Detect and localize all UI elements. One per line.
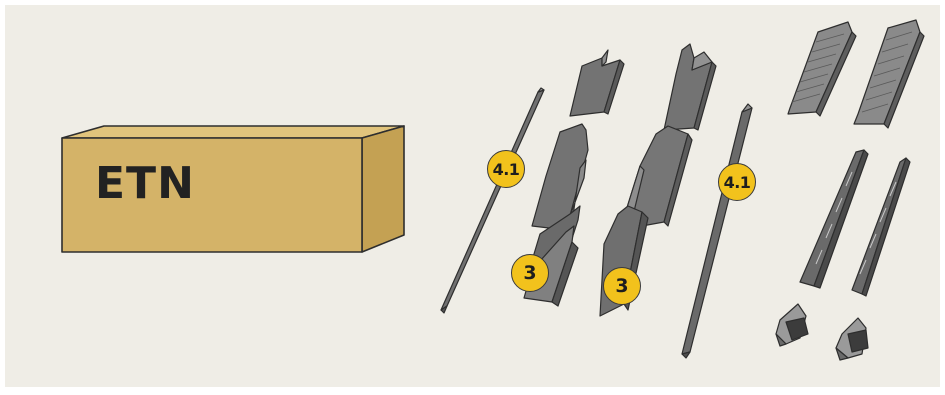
callout-badge-gutter-right: 3 [603,267,641,305]
cover-piece-upper-left [570,50,624,116]
grille-left [788,22,856,116]
callout-badge-flashing-right: 4.1 [718,163,756,201]
box-top-face [62,126,404,138]
rail-left [800,150,868,288]
rail-right [852,158,910,296]
callout-badge-gutter-left: 3 [511,254,549,292]
bracket-left [776,304,808,346]
bracket-right [836,318,868,360]
callout-badge-flashing-left: 4.1 [487,150,525,188]
cover-piece-upper-right [664,44,716,130]
box-side-face [362,126,404,252]
flashing-rod-right [682,104,752,358]
grille-right [854,20,924,128]
box-label: ETN [95,162,195,206]
